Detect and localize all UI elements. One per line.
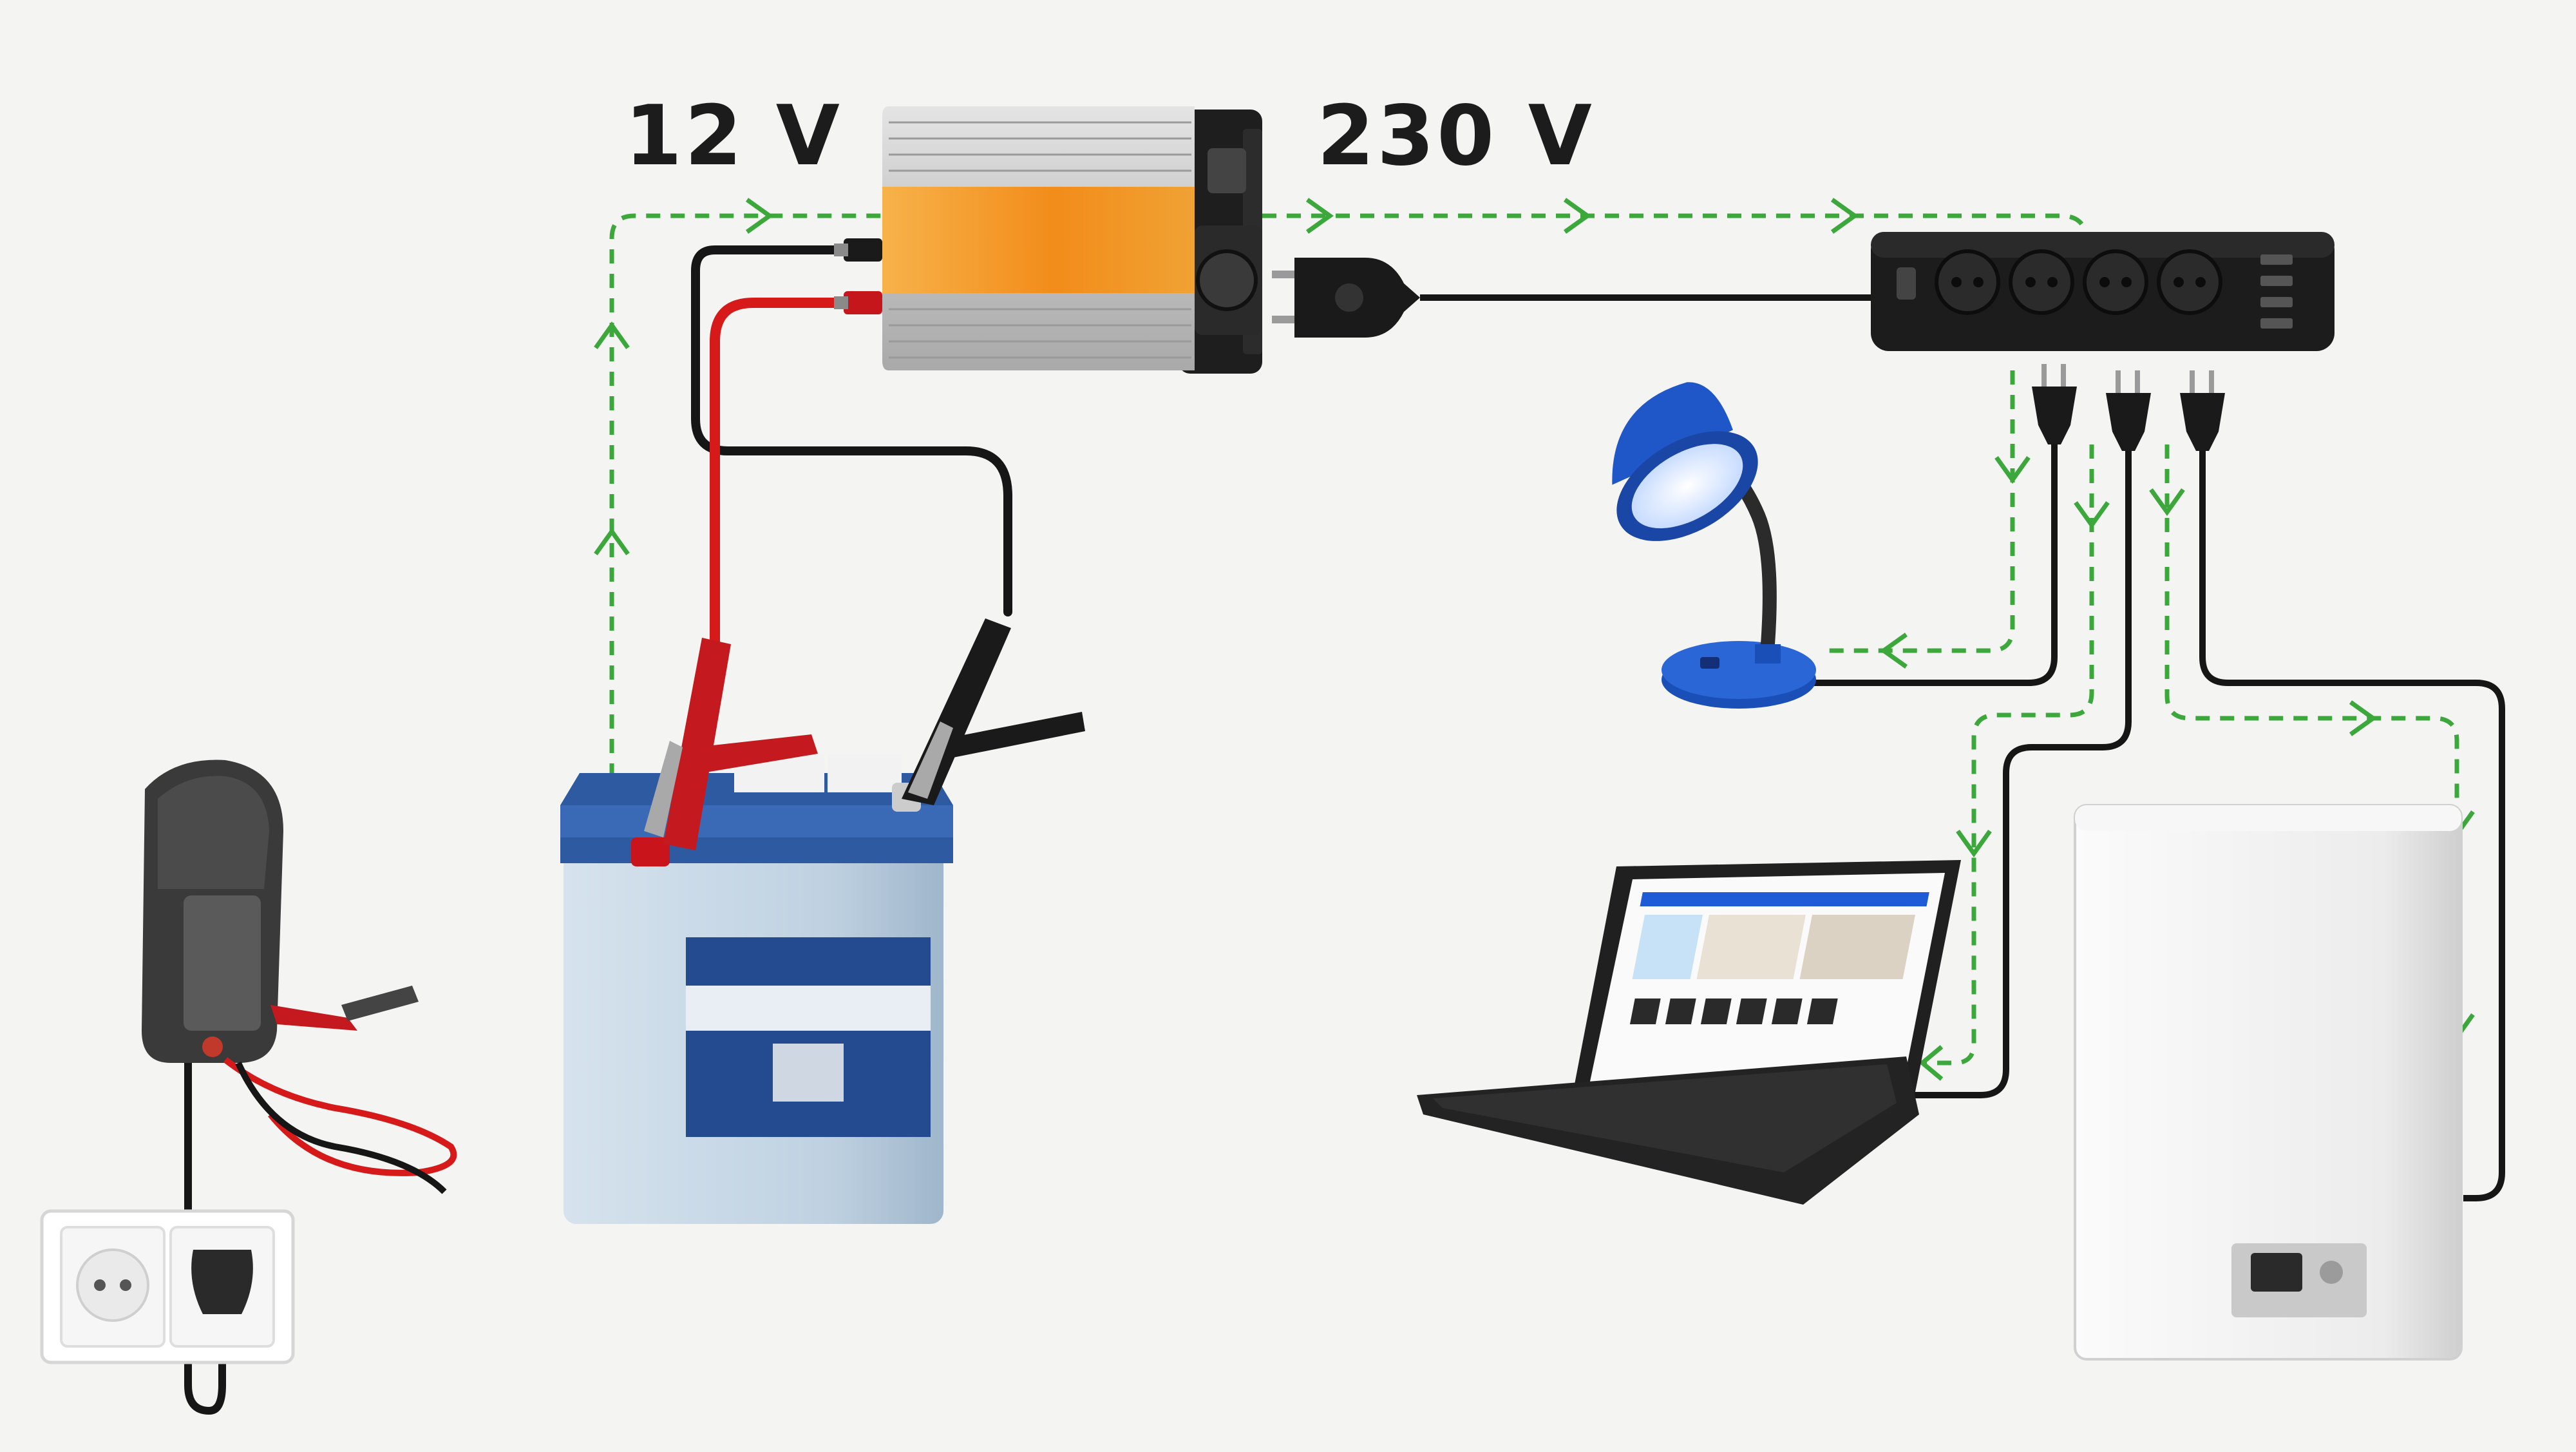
inverter-switch (1208, 148, 1246, 193)
strip-socket-4 (2157, 249, 2222, 315)
inverter-orange-band (882, 187, 1195, 293)
battery-label-stripe (686, 937, 931, 1137)
power-strip (1871, 232, 2334, 351)
flow-battery-to-inverter (609, 213, 882, 802)
charger-lead (184, 1056, 226, 1415)
lamp-lead (1810, 438, 2058, 686)
flow-strip-to-lamp (1823, 370, 2015, 653)
plug-boiler (2180, 370, 2225, 451)
power-inverter (834, 106, 1262, 374)
strip-usb-ports (2260, 254, 2293, 329)
strip-socket-1 (1935, 249, 2000, 315)
laptop (1417, 860, 1961, 1205)
positive-lead (710, 298, 862, 656)
strip-socket-3 (2083, 249, 2148, 315)
desk-lamp (1612, 382, 1816, 709)
inverter-plug (1272, 258, 1420, 338)
car-battery (560, 754, 953, 1224)
output-voltage-label: 230 V (1317, 88, 1595, 184)
boiler-lead (2199, 444, 2505, 1201)
flow-strip-to-laptop (1922, 444, 2094, 1065)
plug-laptop (2106, 370, 2151, 451)
strip-switch (1897, 267, 1916, 300)
wall-plug (191, 1250, 253, 1314)
battery-clamps (644, 618, 1085, 850)
input-voltage-label: 12 V (625, 88, 842, 184)
laptop-lead (1900, 444, 2132, 1098)
plug-lamp (2032, 364, 2077, 444)
strip-socket-2 (2009, 249, 2074, 315)
device-plugs (2032, 364, 2225, 451)
wall-socket (40, 1209, 295, 1364)
battery-charger (142, 759, 457, 1194)
cables (184, 245, 2505, 1415)
gas-boiler (2074, 804, 2463, 1361)
